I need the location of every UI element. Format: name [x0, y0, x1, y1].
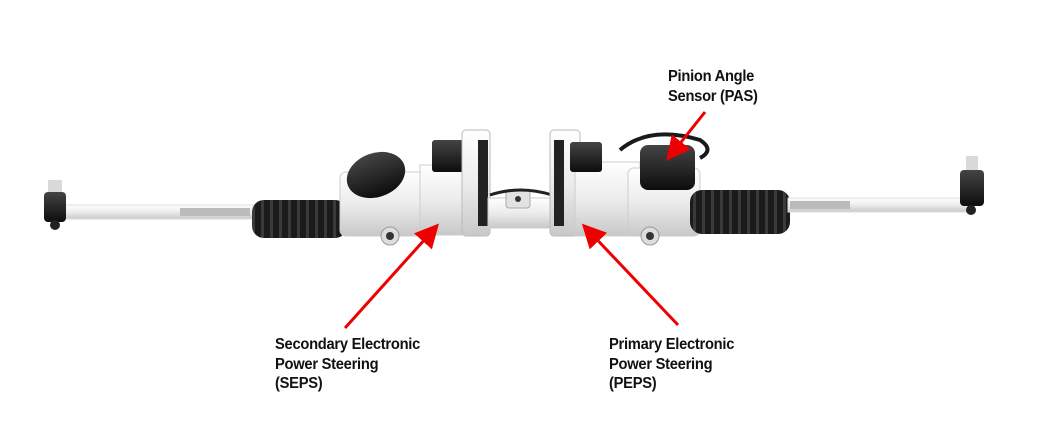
left-gear-housing: [339, 151, 433, 246]
seps-label: Secondary Electronic Power Steering (SEP…: [275, 335, 420, 394]
peps-label-line: (PEPS): [609, 375, 657, 392]
seps-arrow: [343, 223, 440, 330]
right-tie-rod: [787, 156, 984, 215]
center-rack-tube: [487, 188, 555, 229]
seps-label-line: (SEPS): [275, 375, 323, 392]
peps-label: Primary Electronic Power Steering (PEPS): [609, 335, 734, 394]
pas-label: Pinion Angle Sensor (PAS): [668, 67, 758, 106]
left-bellows: [252, 200, 347, 238]
pas-label-line: Sensor (PAS): [668, 87, 758, 105]
seps-unit: [419, 129, 491, 237]
peps-arrow: [581, 223, 680, 327]
peps-label-line: Power Steering: [609, 355, 713, 373]
peps-label-line: Primary Electronic: [609, 336, 735, 353]
pas-label-line: Pinion Angle: [668, 68, 755, 85]
seps-label-line: Secondary Electronic: [275, 336, 421, 353]
seps-label-line: Power Steering: [275, 355, 379, 373]
pas-arrow: [666, 111, 707, 161]
left-tie-rod: [44, 180, 256, 230]
right-bellows: [690, 190, 790, 234]
